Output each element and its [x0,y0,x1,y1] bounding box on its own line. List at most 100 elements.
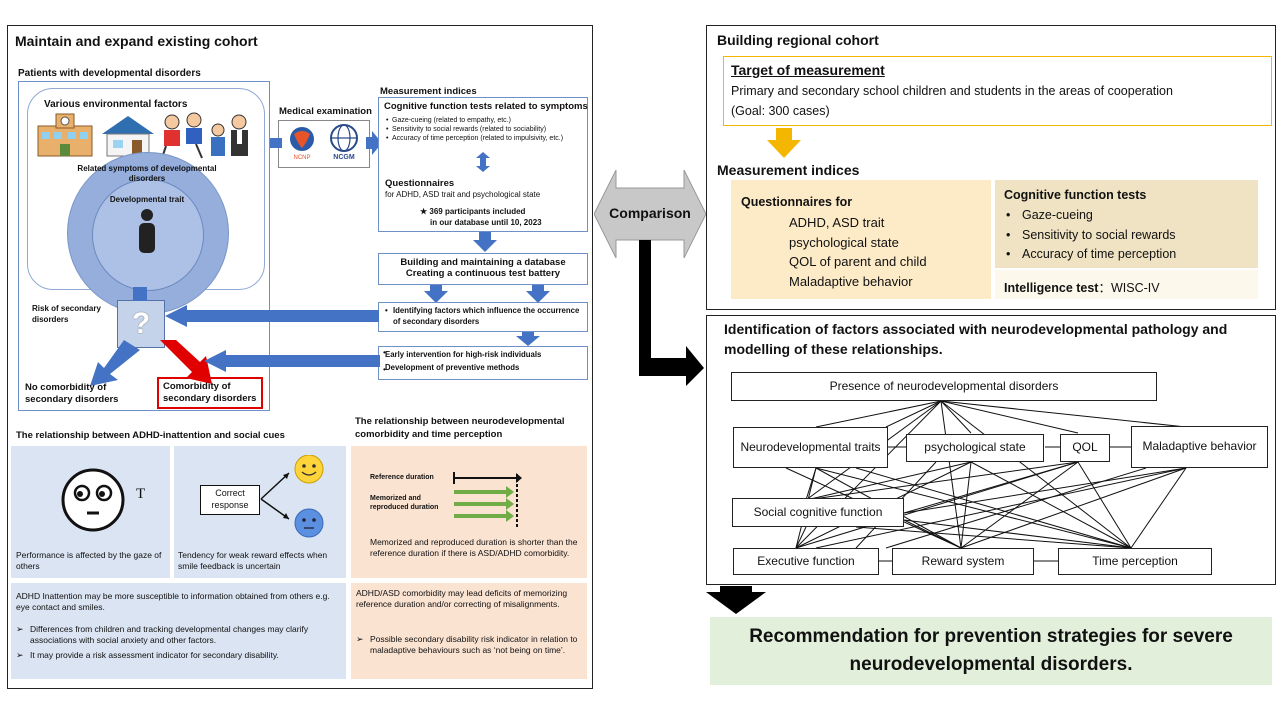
node-social-cognitive: Social cognitive function [732,498,904,527]
network-title: Identification of factors associated wit… [724,321,1228,357]
database-box: Building and maintaining a database Crea… [378,253,588,285]
target-title: Target of measurement [731,62,885,78]
participants-text: ★ 369 participants included [420,207,526,216]
person-icon [139,209,155,253]
intervention-box: Early intervention for high-risk individ… [378,346,588,380]
target-box [723,56,1272,126]
reference-duration-label: Reference duration [370,474,434,481]
node-maladaptive-behavior: Maladaptive behavior [1131,426,1268,468]
target-text: Primary and secondary school children an… [731,84,1173,98]
cognitive-tests-right-title: Cognitive function tests [1004,188,1147,202]
related-symptoms-label: Related symptoms of developmental disord… [77,164,217,184]
time-text: ADHD/ASD comorbidity may lead deficits o… [356,588,568,610]
adhd-text: ADHD Inattention may be more susceptible… [16,591,330,613]
patients-label: Patients with developmental disorders [18,68,201,79]
question-box: ? [117,300,165,348]
node-reward-system: Reward system [892,548,1034,575]
arrows-from-database [424,285,550,303]
recommendation-down-arrow [706,586,766,614]
questionnaire-items: ADHD, ASD trait psychological state QOL … [789,213,927,291]
measure-indices-title: Measurement indices [717,162,860,178]
environment-icons [37,112,248,159]
weak-reward-caption: Tendency for weak reward effects when sm… [178,550,328,572]
adhd-bullet: It may provide a risk assessment indicat… [16,650,341,662]
questionnaires-for-title: Questionnaires for [741,195,853,209]
identify-box: •Identifying factors which influence the… [378,302,588,332]
double-arrow-icon [476,152,490,172]
performance-caption: Performance is affected by the gaze of o… [16,550,162,572]
time-diagram-panel [351,446,587,578]
question-mark-icon: ? [131,307,151,340]
regional-cohort-title: Building regional cohort [717,32,879,48]
adhd-section-title: The relationship between ADHD-inattentio… [16,430,285,441]
time-text-panel [351,583,587,679]
environment-label: Various environmental factors [44,99,188,110]
memorized-label: Memorized and reproduced duration [370,495,439,512]
comorbidity-box: Comorbidity of secondary disorders [157,377,263,409]
house-icon [102,116,154,157]
cognitive-right-item: Sensitivity to social rewards [1004,226,1176,246]
ncgm-logo-icon: NCGM [330,124,358,161]
measurement-indices-label: Measurement indices [380,86,477,97]
yellow-down-arrow [767,128,801,158]
time-caption: Memorized and reproduced duration is sho… [370,537,578,559]
medical-exam-label: Medical examination [279,106,372,117]
questionnaire-item: Maladaptive behavior [789,273,913,289]
intelligence-row: Intelligence test：WISC-IV [1004,277,1160,296]
risk-label: Risk of secondary disorders [32,304,101,324]
down-arrow-to-question [133,287,147,301]
bullet-mark: • [383,365,386,374]
database-line-1: Building and maintaining a database [400,257,566,268]
recommendation-text: Recommendation for prevention strategies… [749,626,1233,675]
cognitive-item: Gaze-cueing (related to empathy, etc.) [384,117,586,126]
questionnaires-box [731,180,991,299]
developmental-trait-label: Developmental trait [109,195,185,204]
questionnaires-sub: for ADHD, ASD trait and psychological st… [385,190,541,199]
cognitive-item: Sensitivity to social rewards (related t… [384,126,586,135]
worried-family-icon [211,114,248,156]
time-bullet: Possible secondary disability risk indic… [356,634,582,656]
split-arrows [90,340,212,386]
target-goal: (Goal: 300 cases) [731,104,830,118]
ncnp-logo-icon: NCNP [290,127,314,161]
cognitive-tests-title: Cognitive function tests related to symp… [384,101,588,112]
fighting-children-icon [161,112,203,159]
arrow-to-comorbidity [204,350,380,372]
time-bullets: Possible secondary disability risk indic… [356,630,582,656]
comparison-down-arrow [639,240,704,386]
identify-text: •Identifying factors which influence the… [385,306,580,326]
early-intervention-text: Early intervention for high-risk individ… [385,350,542,359]
node-neurodevelopmental-traits: Neurodevelopmental traits [733,427,888,468]
database-line-2: Creating a continuous test battery [405,268,561,279]
intelligence-box [995,270,1258,299]
svg-text:NCGM: NCGM [333,154,355,161]
svg-text:NCNP: NCNP [293,155,310,161]
questionnaire-item: psychological state [789,234,899,250]
cognitive-right-list: Gaze-cueing Sensitivity to social reward… [1004,206,1176,265]
node-presence: Presence of neurodevelopmental disorders [731,372,1157,401]
node-psychological-state: psychological state [906,434,1044,462]
smile-face-icon [294,455,324,484]
arrow-to-database [473,232,497,252]
adhd-bullets: Differences from children and tracking d… [16,620,341,662]
cognitive-right-item: Accuracy of time perception [1004,245,1176,265]
cognitive-item: Accuracy of time perception (related to … [384,135,586,144]
correct-response-box: Correct response [200,485,260,515]
neutral-face-icon [294,508,324,538]
comparison-double-arrow [594,170,706,258]
intelligence-label: Intelligence test [1004,281,1099,295]
node-executive-function: Executive function [733,548,879,575]
no-comorbidity-label: No comorbidity of secondary disorders [25,382,119,406]
arrow-to-logos [270,138,282,148]
cognitive-tests-list: Gaze-cueing (related to empathy, etc.) S… [384,117,586,143]
arrow-identify-to-early [516,332,540,346]
node-time-perception: Time perception [1058,548,1212,575]
adhd-bullet: Differences from children and tracking d… [16,624,341,646]
development-text: Development of preventive methods [385,362,520,372]
intelligence-value: ：WISC-IV [1098,281,1160,295]
arrow-to-question [165,305,379,327]
recommendation-box [710,617,1272,685]
questionnaire-item: ADHD, ASD trait [789,215,885,230]
questionnaire-item: QOL of parent and child [789,254,927,269]
left-panel-title: Maintain and expand existing cohort [15,33,258,49]
